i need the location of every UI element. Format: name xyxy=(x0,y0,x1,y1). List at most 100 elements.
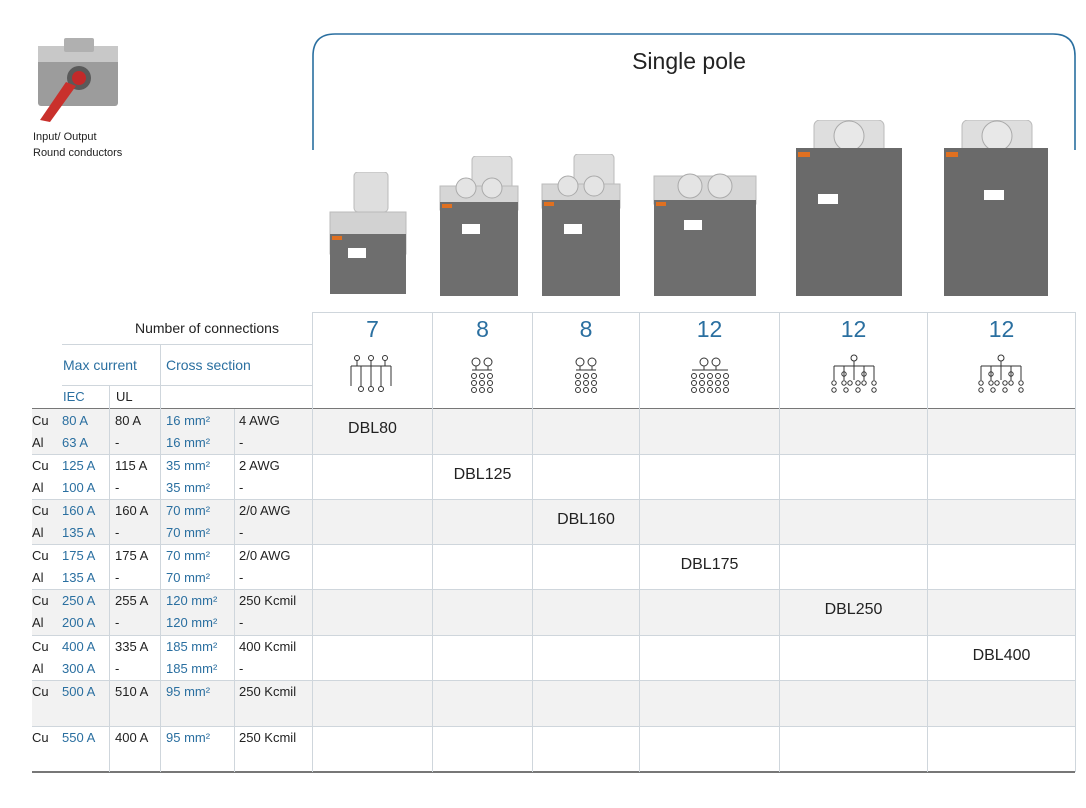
single-pole-bracket xyxy=(312,33,1076,150)
io-label-line2: Round conductors xyxy=(33,147,123,159)
product-image-dbl175 xyxy=(653,173,757,296)
col-divider xyxy=(312,312,313,772)
conductor-image xyxy=(38,38,118,122)
table-row: Cu 550 A 400 A 95 mm² 250 Kcmil xyxy=(32,727,1075,772)
ul-cell: 175 A xyxy=(115,548,149,563)
cross-section-cell: 185 mm² xyxy=(166,639,218,654)
metal-cell: Cu xyxy=(32,548,49,563)
product-image-dbl160 xyxy=(541,154,621,296)
row-separator xyxy=(32,499,1075,500)
product-name-dbl250: DBL250 xyxy=(824,601,883,618)
metal-cell: Al xyxy=(32,525,44,540)
table-row-dbl160: Cu 160 A 160 A 70 mm² 2/0 AWG Al 135 A -… xyxy=(32,500,1075,545)
cross-section-cell: 35 mm² xyxy=(166,458,211,473)
metal-cell: Cu xyxy=(32,413,49,428)
col-divider xyxy=(160,345,161,772)
iec-cell: 400 A xyxy=(62,639,96,654)
metal-cell: Cu xyxy=(32,593,49,608)
awg-cell: - xyxy=(239,525,244,540)
connection-diagram-12c-icon xyxy=(978,354,1024,393)
ul-cell: 335 A xyxy=(115,639,149,654)
iec-cell: 300 A xyxy=(62,661,96,676)
product-name-dbl175: DBL175 xyxy=(680,556,739,573)
number-of-connections-label: Number of connections xyxy=(135,320,279,336)
cross-section-cell: 70 mm² xyxy=(166,525,211,540)
product-image-dbl400 xyxy=(944,120,1048,296)
metal-cell: Cu xyxy=(32,684,49,699)
cross-section-cell: 70 mm² xyxy=(166,570,211,585)
col-divider xyxy=(1075,312,1076,772)
iec-cell: 100 A xyxy=(62,480,96,495)
metal-cell: Cu xyxy=(32,503,49,518)
cross-section-cell: 185 mm² xyxy=(166,661,218,676)
row-separator xyxy=(32,726,1075,727)
cross-section-cell: 70 mm² xyxy=(166,503,211,518)
iec-cell: 63 A xyxy=(62,435,89,450)
ul-cell: 255 A xyxy=(115,593,149,608)
ul-cell: - xyxy=(115,661,120,676)
row-stripe xyxy=(32,681,1075,726)
header-line-top xyxy=(312,312,1075,313)
connection-diagram-7-icon xyxy=(350,355,392,392)
table-row-dbl125: Cu 125 A 115 A 35 mm² 2 AWG Al 100 A - 3… xyxy=(32,455,1075,500)
row-stripe xyxy=(32,590,1075,635)
ul-cell: 400 A xyxy=(115,730,149,745)
table-row-dbl400: Cu 400 A 335 A 185 mm² 400 Kcmil Al 300 … xyxy=(32,636,1075,681)
col-divider xyxy=(639,312,640,772)
cross-section-cell: 70 mm² xyxy=(166,548,211,563)
iec-cell: 125 A xyxy=(62,458,96,473)
connections-dbl80: 7 xyxy=(366,316,379,342)
awg-cell: - xyxy=(239,480,244,495)
io-label: Input/ Output Round conductors xyxy=(33,129,122,161)
iec-cell: 550 A xyxy=(62,730,96,745)
row-separator xyxy=(32,544,1075,545)
table-bottom-line xyxy=(32,771,1075,773)
ul-cell: - xyxy=(115,570,120,585)
awg-cell: - xyxy=(239,570,244,585)
metal-cell: Cu xyxy=(32,730,49,745)
cross-section-cell: 16 mm² xyxy=(166,413,211,428)
product-name-dbl80: DBL80 xyxy=(348,420,397,437)
header-line-sub xyxy=(62,385,312,386)
iec-cell: 135 A xyxy=(62,525,96,540)
ul-cell: - xyxy=(115,435,120,450)
metal-cell: Al xyxy=(32,570,44,585)
product-image-dbl125 xyxy=(439,156,519,296)
iec-cell: 250 A xyxy=(62,593,96,608)
iec-cell: 135 A xyxy=(62,570,96,585)
awg-cell: - xyxy=(239,435,244,450)
connections-dbl175: 12 xyxy=(696,316,723,342)
awg-cell: 4 AWG xyxy=(239,413,280,428)
row-separator xyxy=(32,635,1075,636)
cross-section-cell: 35 mm² xyxy=(166,480,211,495)
iec-label: IEC xyxy=(63,389,85,404)
awg-cell: 2/0 AWG xyxy=(239,548,291,563)
ul-cell: - xyxy=(115,525,120,540)
iec-cell: 80 A xyxy=(62,413,89,428)
awg-cell: 400 Kcmil xyxy=(239,639,297,654)
iec-cell: 500 A xyxy=(62,684,96,699)
metal-cell: Al xyxy=(32,435,44,450)
ul-cell: 115 A xyxy=(115,458,148,473)
ul-cell: - xyxy=(115,615,120,630)
row-separator xyxy=(32,680,1075,681)
connection-diagram-12b-icon xyxy=(831,354,877,393)
cross-section-label: Cross section xyxy=(166,357,251,373)
metal-cell: Cu xyxy=(32,458,49,473)
awg-cell: 250 Kcmil xyxy=(239,730,297,745)
col-divider xyxy=(779,312,780,772)
connection-diagram-12a-icon xyxy=(691,357,729,393)
awg-cell: 250 Kcmil xyxy=(239,684,297,699)
col-divider xyxy=(927,312,928,772)
table-row: Cu 500 A 510 A 95 mm² 250 Kcmil xyxy=(32,681,1075,726)
connection-diagram-8b-icon xyxy=(575,357,597,393)
ul-cell: - xyxy=(115,480,120,495)
product-image-dbl250 xyxy=(796,120,902,296)
iec-cell: 200 A xyxy=(62,615,96,630)
awg-cell: 2 AWG xyxy=(239,458,280,473)
table-row-dbl250: Cu 250 A 255 A 120 mm² 250 Kcmil Al 200 … xyxy=(32,590,1075,635)
ul-label: UL xyxy=(116,389,133,404)
row-stripe xyxy=(32,409,1075,454)
iec-cell: 160 A xyxy=(62,503,96,518)
metal-cell: Al xyxy=(32,661,44,676)
